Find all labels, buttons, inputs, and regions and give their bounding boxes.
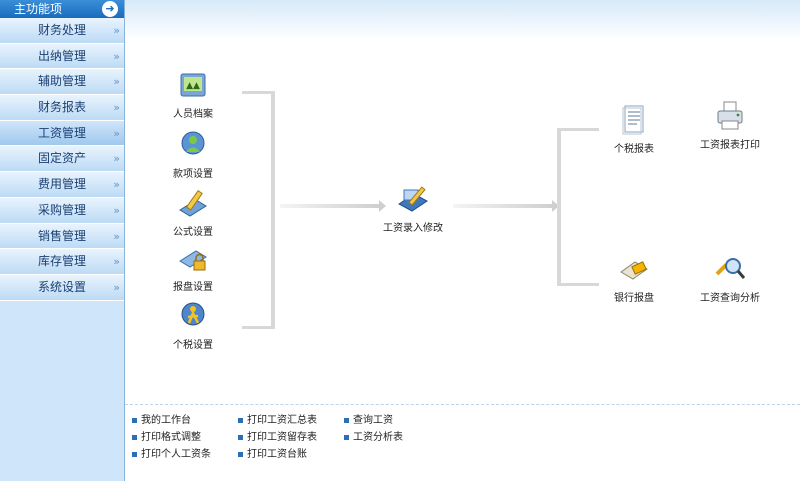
right-bracket-vertical [557, 128, 561, 286]
double-chevron-icon: » [113, 280, 120, 294]
node-label: 款项设置 [173, 169, 213, 180]
sidebar-item-label: 采购管理 [38, 202, 87, 217]
sidebar-item-reports[interactable]: 财务报表 » [0, 95, 124, 121]
sidebar-item-fixed-assets[interactable]: 固定资产 » [0, 146, 124, 173]
sidebar-item-label: 财务报表 [38, 100, 87, 115]
right-bracket-bottom [559, 283, 599, 286]
sidebar-item-purchasing[interactable]: 采购管理 » [0, 197, 124, 224]
right-bracket-top [559, 128, 599, 131]
document-icon [617, 103, 651, 137]
lock-icon [176, 241, 210, 275]
edit-icon [396, 182, 430, 216]
link-my-workbench[interactable]: 我的工作台 [129, 412, 211, 429]
double-chevron-icon: » [113, 152, 120, 166]
sidebar-item-label: 固定资产 [38, 151, 87, 166]
left-bracket-top [242, 91, 274, 94]
sidebar-item-sales[interactable]: 销售管理 » [0, 223, 124, 250]
node-tax-report[interactable]: 个税报表 [594, 103, 674, 155]
node-label: 个税报表 [614, 144, 654, 155]
person-icon [176, 128, 210, 162]
links-column-2: 打印工资汇总表 打印工资留存表 打印工资台账 [235, 412, 317, 463]
double-chevron-icon: » [113, 229, 120, 243]
sidebar-item-label: 工资管理 [38, 125, 87, 140]
node-formula-settings[interactable]: 公式设置 [153, 186, 233, 238]
left-bracket-vertical [271, 91, 275, 329]
node-label: 人员档案 [173, 109, 213, 120]
sidebar-item-label: 库存管理 [38, 254, 87, 269]
link-payroll-analysis-table[interactable]: 工资分析表 [341, 429, 403, 446]
arrow-to-center [280, 200, 386, 212]
top-gradient-band [125, 0, 800, 40]
node-item-settings[interactable]: 款项设置 [153, 128, 233, 180]
sidebar-header: 主功能项 ➜ [0, 0, 124, 18]
node-label: 工资查询分析 [700, 293, 760, 304]
node-label: 工资报表打印 [700, 140, 760, 151]
card-icon [617, 252, 651, 286]
double-chevron-icon: » [113, 101, 120, 115]
double-chevron-icon: » [113, 49, 120, 63]
double-chevron-icon: » [113, 255, 120, 269]
node-offer-settings[interactable]: 报盘设置 [153, 241, 233, 293]
arrow-right-icon[interactable]: ➜ [102, 1, 118, 17]
node-payroll-print[interactable]: 工资报表打印 [690, 99, 770, 151]
arrow-to-right [453, 200, 559, 212]
pen-icon [176, 186, 210, 220]
link-print-retention[interactable]: 打印工资留存表 [235, 429, 317, 446]
double-chevron-icon: » [113, 203, 120, 217]
node-personnel-files[interactable]: ▲▲ 人员档案 [153, 68, 233, 120]
link-print-summary[interactable]: 打印工资汇总表 [235, 412, 317, 429]
links-column-3: 查询工资 工资分析表 [341, 412, 403, 446]
node-label: 公式设置 [173, 227, 213, 238]
sidebar-item-label: 出纳管理 [38, 48, 87, 63]
sidebar-item-label: 费用管理 [38, 177, 87, 192]
link-print-payslip[interactable]: 打印个人工资条 [129, 446, 211, 463]
sidebar-item-finance[interactable]: 财务处理 » [0, 18, 124, 44]
sidebar-header-label: 主功能项 [14, 2, 63, 16]
sidebar-item-payroll[interactable]: 工资管理 » [0, 120, 124, 147]
links-column-1: 我的工作台 打印格式调整 打印个人工资条 [129, 412, 211, 463]
sidebar-item-label: 销售管理 [38, 228, 87, 243]
link-query-payroll[interactable]: 查询工资 [341, 412, 403, 429]
sidebar-item-label: 财务处理 [38, 23, 87, 37]
sidebar-item-cashier[interactable]: 出纳管理 » [0, 43, 124, 70]
magnifier-icon [713, 252, 747, 286]
sidebar-item-auxiliary[interactable]: 辅助管理 » [0, 69, 124, 96]
node-payroll-analysis[interactable]: 工资查询分析 [690, 252, 770, 304]
double-chevron-icon: » [113, 24, 120, 37]
node-label: 报盘设置 [173, 282, 213, 293]
sidebar: 主功能项 ➜ 财务处理 » 出纳管理 » 辅助管理 » 财务报表 » 工资管理 » 固定资… [0, 0, 125, 481]
bottom-divider [125, 404, 800, 405]
node-tax-settings[interactable]: 个税设置 [153, 299, 233, 351]
person-run-icon [176, 299, 210, 333]
printer-icon [713, 99, 747, 133]
link-print-ledger[interactable]: 打印工资台账 [235, 446, 317, 463]
node-label: 工资录入修改 [383, 223, 443, 234]
node-label: 银行报盘 [614, 293, 654, 304]
node-label: 个税设置 [173, 340, 213, 351]
main-panel: ▲▲ 人员档案 款项设置 公式设置 报盘设置 个税设置 [125, 0, 800, 481]
sidebar-item-label: 系统设置 [38, 279, 87, 294]
svg-text:▲▲: ▲▲ [186, 81, 200, 91]
sidebar-item-inventory[interactable]: 库存管理 » [0, 249, 124, 275]
double-chevron-icon: » [113, 178, 120, 192]
node-payroll-entry[interactable]: 工资录入修改 [373, 182, 453, 234]
double-chevron-icon: » [113, 75, 120, 89]
double-chevron-icon: » [113, 126, 120, 140]
sidebar-item-system-settings[interactable]: 系统设置 » [0, 274, 124, 301]
node-bank-offer[interactable]: 银行报盘 [594, 252, 674, 304]
link-print-format[interactable]: 打印格式调整 [129, 429, 211, 446]
sidebar-item-expenses[interactable]: 费用管理 » [0, 172, 124, 198]
left-bracket-bottom [242, 326, 274, 329]
folder-icon: ▲▲ [176, 68, 210, 102]
sidebar-item-label: 辅助管理 [38, 74, 87, 89]
